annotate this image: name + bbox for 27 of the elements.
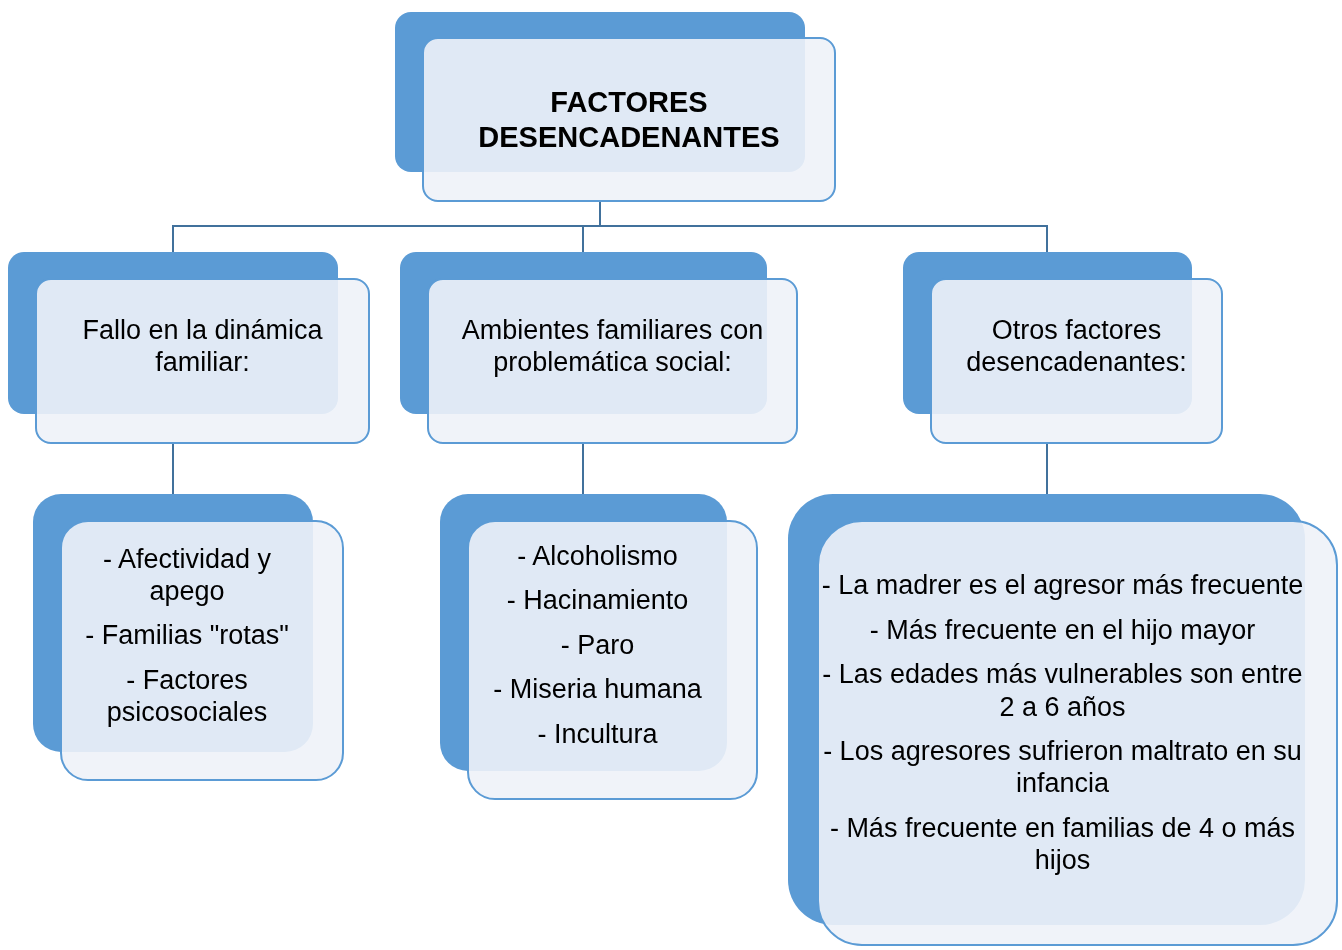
title-card xyxy=(930,278,1223,444)
connector-line xyxy=(582,443,584,495)
node-text: Ambientes familiares con problemática social: xyxy=(460,313,765,379)
title-card xyxy=(427,278,798,444)
list-item: - Factores psicosociales xyxy=(105,663,269,729)
list-item: - Incultura xyxy=(537,717,658,750)
list-card xyxy=(817,520,1338,946)
list-item: - Miseria humana xyxy=(493,673,702,706)
node-text: Fallo en la dinámica familiar: xyxy=(81,313,324,379)
list-item: - La madrer es el agresor más frecuente xyxy=(821,569,1304,602)
list-item: - Afectividad y apego xyxy=(101,542,273,608)
list-item: - Hacinamiento xyxy=(506,584,689,617)
list-item: - Las edades más vulnerables son entre 2 a 6 años xyxy=(821,658,1304,723)
list-card xyxy=(467,520,758,800)
list-item: - Alcoholismo xyxy=(517,540,678,573)
list-item: - Paro xyxy=(560,628,635,662)
node-text: FACTORES DESENCADENANTES xyxy=(477,84,781,155)
title-card xyxy=(35,278,370,444)
connector-line xyxy=(1046,443,1048,495)
list-item: - Más frecuente en familias de 4 o más hijos xyxy=(828,811,1297,877)
list-item: - Familias "rotas" xyxy=(85,619,289,652)
node-text: Otros factores desencadenantes: xyxy=(965,313,1188,379)
list-card xyxy=(60,520,344,781)
list-item: - Más frecuente en el hijo mayor xyxy=(869,613,1256,647)
list-item: - Los agresores sufrieron maltrato en su infancia xyxy=(822,735,1303,800)
title-card xyxy=(422,37,836,202)
connector-line xyxy=(172,443,174,495)
